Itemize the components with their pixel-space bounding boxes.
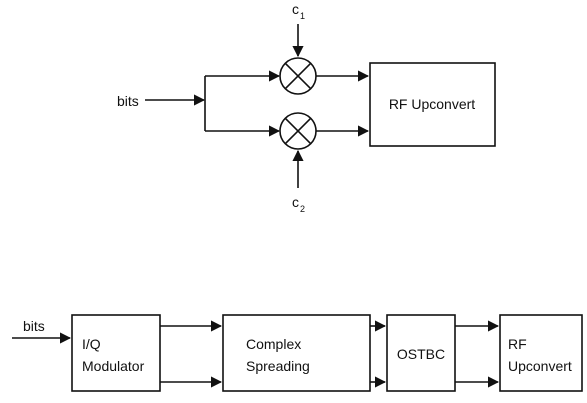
complex-spreading-block [222,314,371,392]
ostbc-block [386,314,456,392]
code-c1-base: c [292,1,299,17]
multiplier-1 [279,57,317,95]
complex-spreading-line1: Complex [246,336,301,352]
iq-modulator-block [71,314,161,392]
top-rf-upconvert-block [369,62,496,147]
bottom-bits-label: bits [23,318,45,334]
complex-spreading-line2: Spreading [246,358,310,374]
top-bits-label: bits [117,93,139,109]
code-c2-base: c [292,194,299,210]
iq-modulator-line2: Modulator [82,358,145,374]
iq-modulator-line1: I/Q [82,336,101,352]
ostbc-label: OSTBC [397,346,445,362]
multiplier-2 [279,112,317,150]
code-c2-sub: 2 [300,204,305,214]
bottom-rf-line2: Upconvert [508,358,572,374]
top-diagram: bits c 1 c 2 RF Upconvert [117,1,496,214]
top-rf-upconvert-label: RF Upconvert [389,96,475,112]
bottom-rf-line1: RF [508,336,527,352]
code-c1-sub: 1 [300,11,305,21]
bottom-diagram: bits I/Q Modulator Complex Spreading OST… [12,314,583,392]
bottom-rf-upconvert-block [499,314,583,392]
